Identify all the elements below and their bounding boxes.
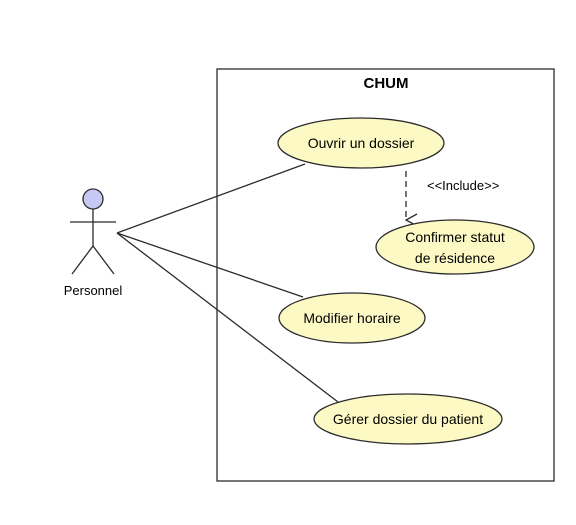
use-case-label: Modifier horaire <box>303 310 400 326</box>
associations <box>116 163 339 403</box>
use-case-modifier[interactable]: Modifier horaire <box>278 292 426 344</box>
use-case-ellipse <box>278 292 426 344</box>
include-stereotype-label: <<Include>> <box>427 178 499 193</box>
use-case-ellipse <box>313 393 503 445</box>
use-case-label: Ouvrir un dossier <box>308 135 415 151</box>
use-case-ellipse <box>277 117 445 169</box>
use-case-ouvrir[interactable]: Ouvrir un dossier <box>277 117 445 169</box>
actor-left-leg <box>71 245 94 275</box>
association-gerer[interactable] <box>116 232 339 403</box>
system-title: CHUM <box>364 75 409 92</box>
use-case-confirmer[interactable]: Confirmer statut de résidence <box>375 219 535 275</box>
use-case-label-line-1: Confirmer statut <box>405 229 505 245</box>
actor-label: Personnel <box>64 283 123 298</box>
association-ouvrir[interactable] <box>116 163 306 234</box>
use-case-ellipse <box>375 219 535 275</box>
include-relationship[interactable]: <<Include>> <box>404 171 499 227</box>
use-case-gerer[interactable]: Gérer dossier du patient <box>313 393 503 445</box>
actor-personnel[interactable] <box>70 188 116 275</box>
actor-right-leg <box>92 245 115 275</box>
use-case-label-line-2: de résidence <box>415 250 495 266</box>
use-case-label: Gérer dossier du patient <box>333 411 483 427</box>
actor-head-icon <box>82 188 104 210</box>
association-modifier[interactable] <box>116 232 304 298</box>
